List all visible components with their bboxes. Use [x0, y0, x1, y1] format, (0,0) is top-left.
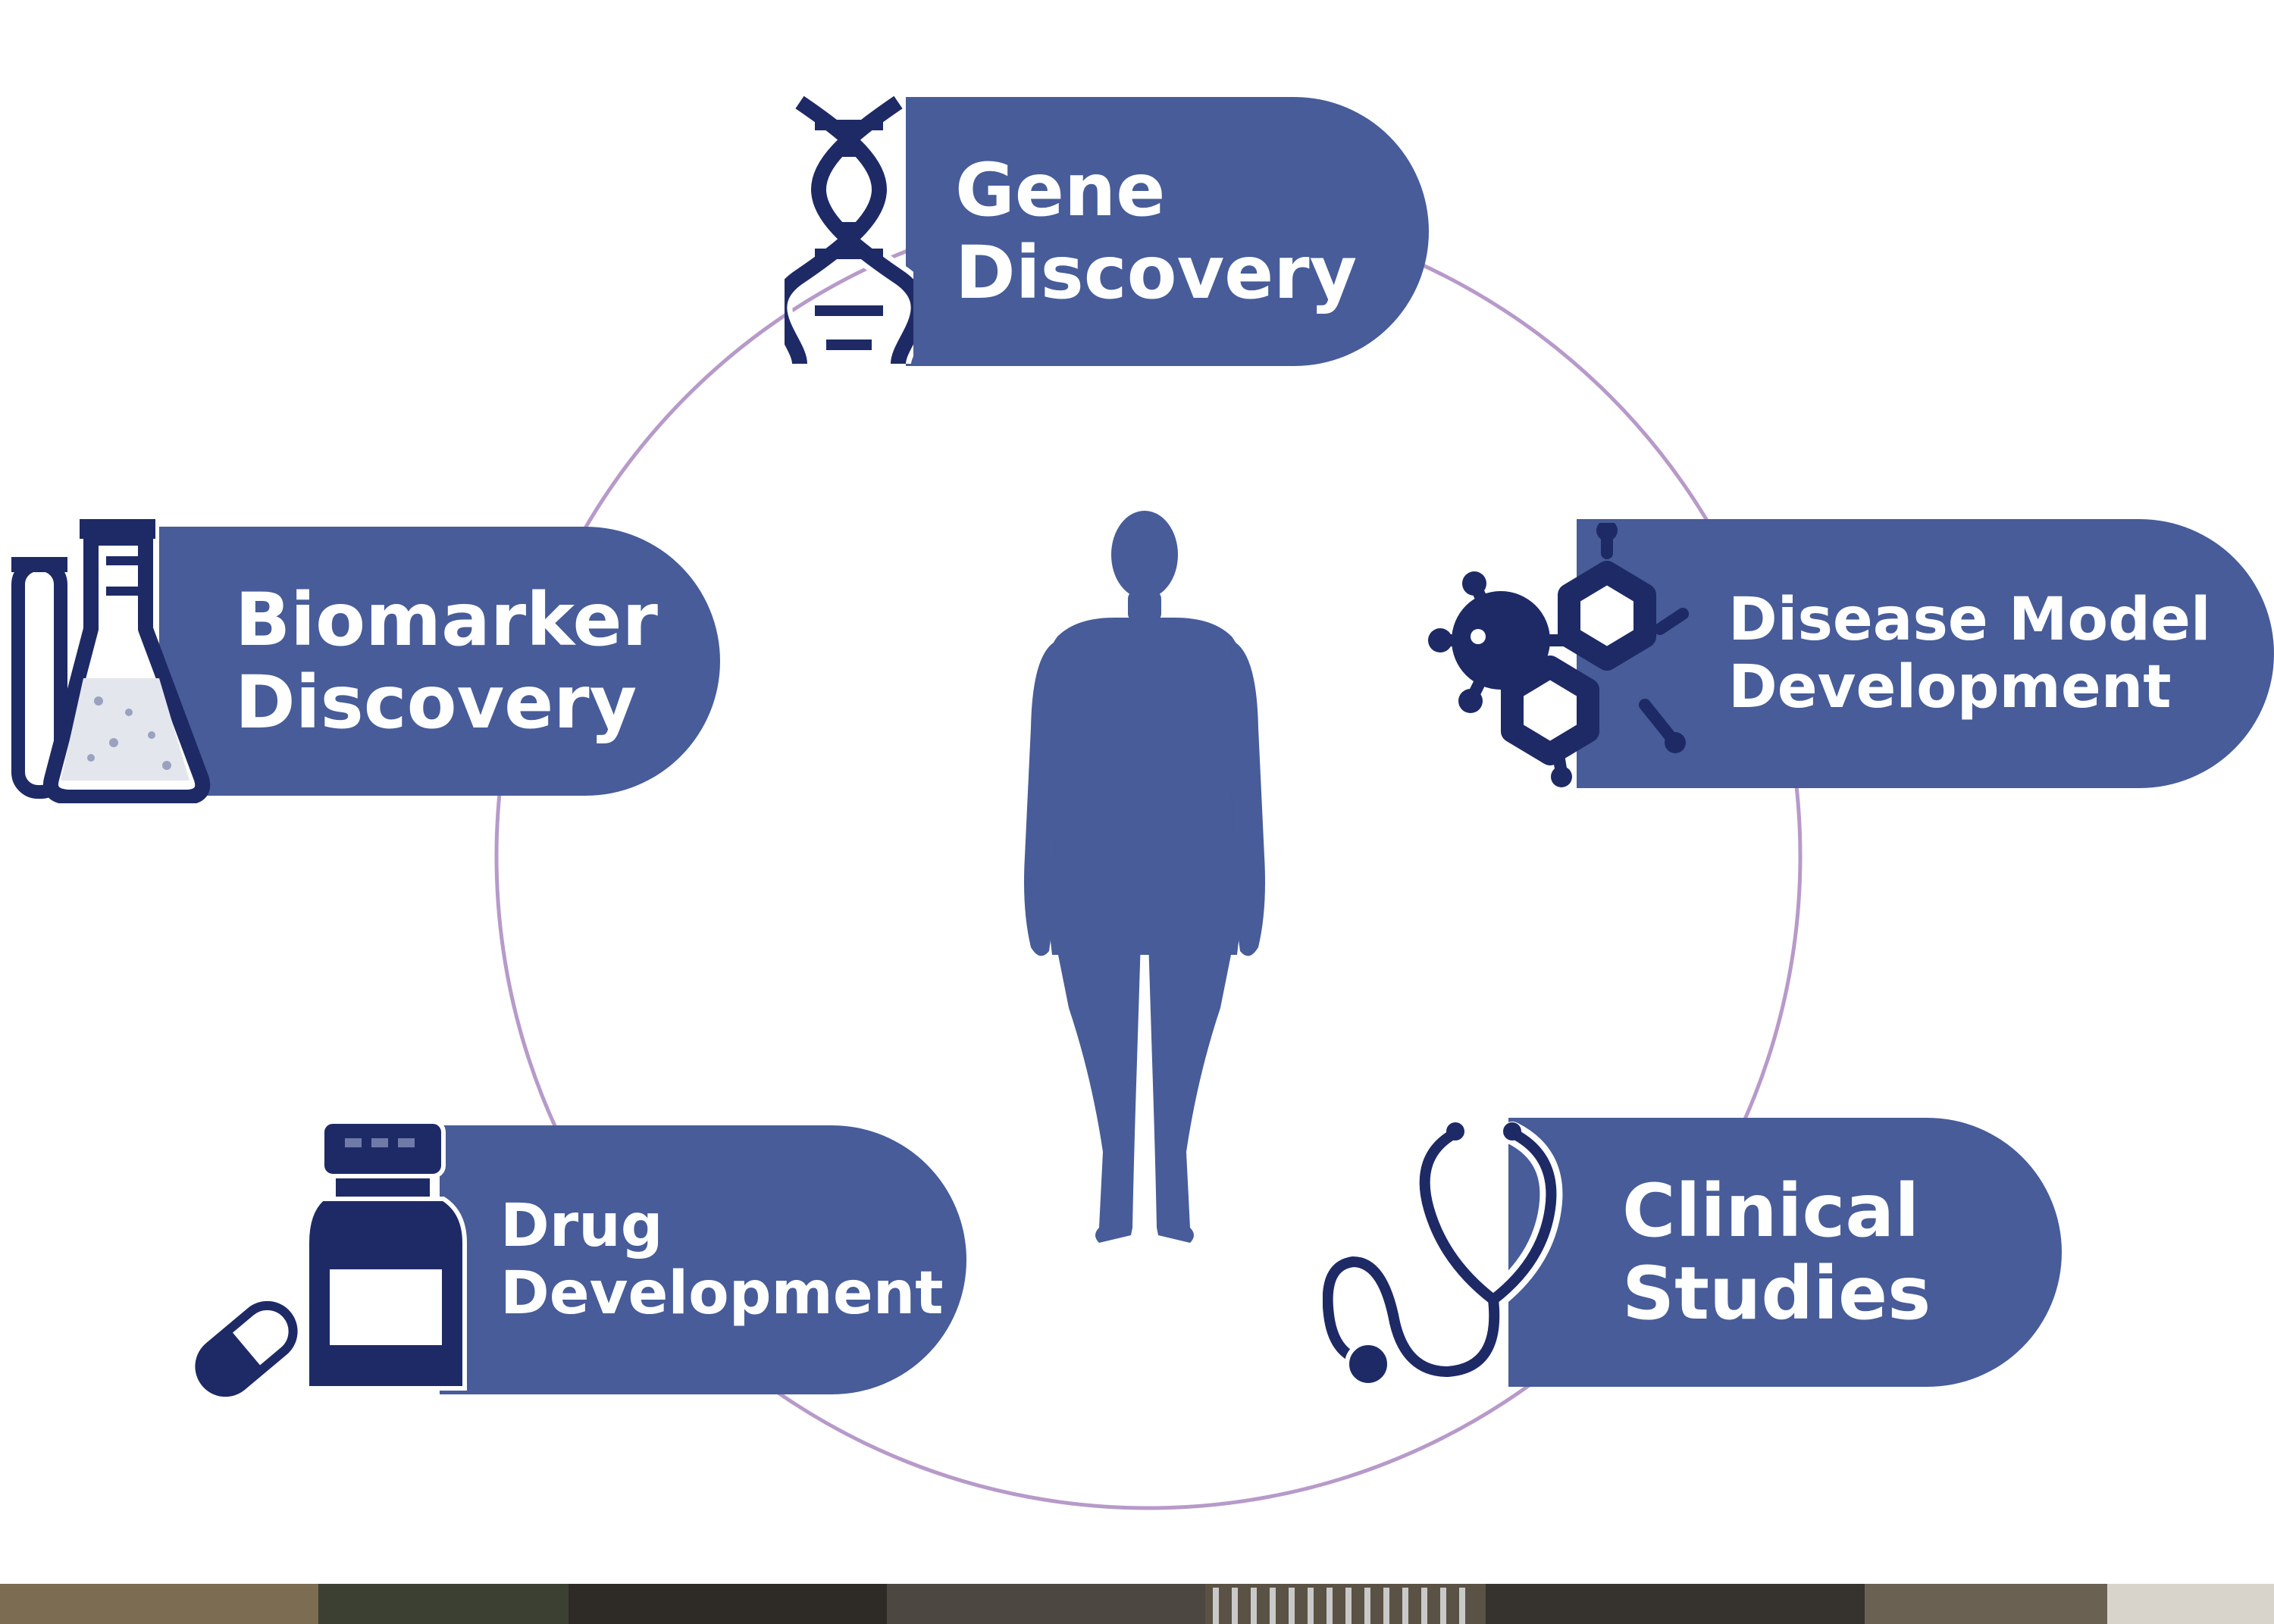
node-label-drug-development: Drug Development: [500, 1192, 944, 1328]
photo-strip-image: [0, 1584, 2274, 1624]
ring-layer: [494, 202, 1803, 1510]
node-disease-model-development[interactable]: Disease Model Development: [1577, 519, 2274, 788]
stethoscope-icon: [1323, 1122, 1563, 1388]
lab-flask-icon: [11, 519, 211, 803]
node-gene-discovery[interactable]: Gene Discovery: [906, 97, 1429, 366]
molecule-icon: [1428, 523, 1689, 787]
dna-icon: [785, 91, 913, 366]
node-biomarker-discovery[interactable]: Biomarker Discovery: [159, 527, 720, 796]
node-label-biomarker-discovery: Biomarker Discovery: [235, 577, 658, 745]
medicine-bottle-icon: [195, 1119, 467, 1397]
node-label-disease-model-development: Disease Model Development: [1728, 586, 2211, 721]
node-label-gene-discovery: Gene Discovery: [955, 148, 1358, 315]
node-clinical-studies[interactable]: Clinical Studies: [1508, 1118, 2062, 1387]
human-figure-icon: [1024, 511, 1265, 1243]
node-label-clinical-studies: Clinical Studies: [1622, 1169, 1931, 1336]
node-drug-development[interactable]: Drug Development: [440, 1125, 966, 1394]
